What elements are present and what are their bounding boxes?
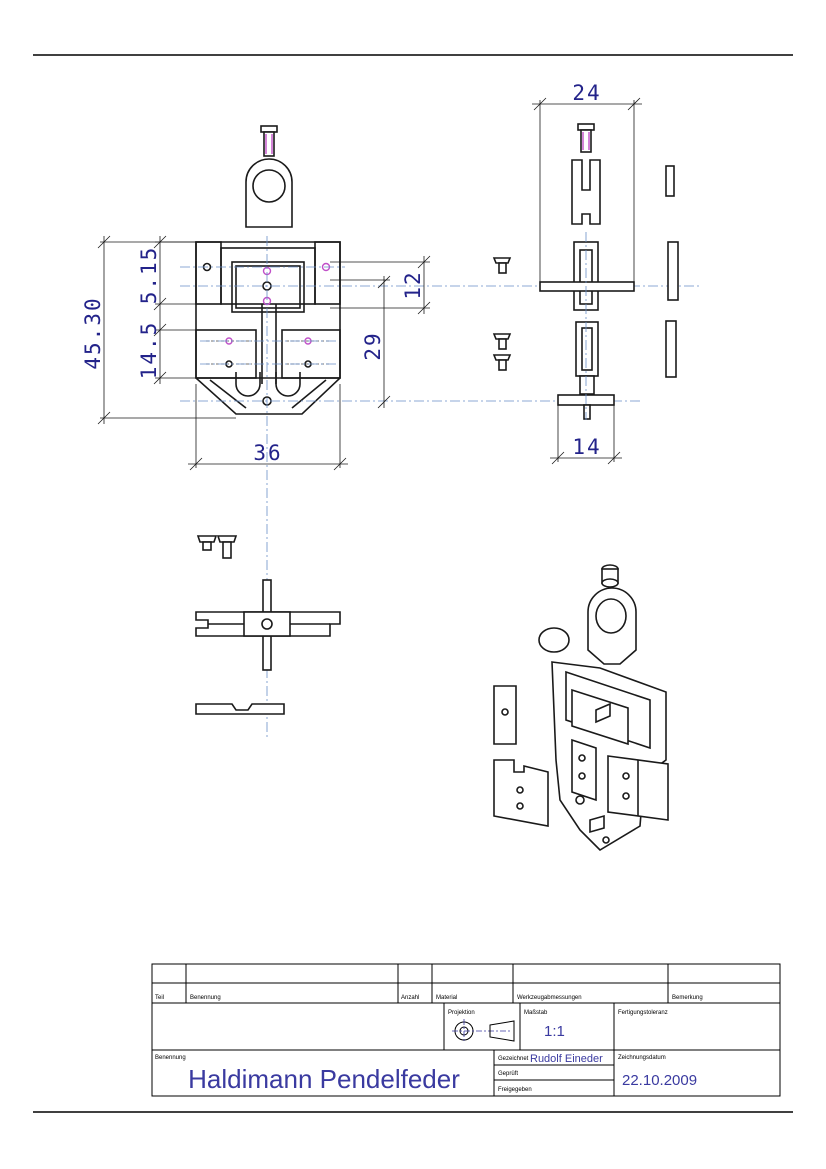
isometric-view xyxy=(493,564,669,852)
label-freigegeben: Freigegeben xyxy=(498,1087,532,1093)
label-teil: Teil xyxy=(155,995,164,1001)
drawing-title: Haldimann Pendelfeder xyxy=(188,1064,460,1094)
gezeichnet-value: Rudolf Eineder xyxy=(530,1053,603,1065)
dim-14-5: 14.5 xyxy=(137,321,161,380)
dim-12: 12 xyxy=(401,270,425,299)
dim-29: 29 xyxy=(361,331,385,360)
projection-symbol-icon xyxy=(452,1019,515,1043)
title-block: Teil Benennung Anzahl Material Werkzeuga… xyxy=(151,963,781,1097)
side-view xyxy=(492,123,679,420)
top-view xyxy=(195,535,341,715)
zeichnungsdatum-value: 22.10.2009 xyxy=(622,1072,697,1089)
label-geprueft: Geprüft xyxy=(498,1071,518,1077)
label-massstab: Maßstab xyxy=(524,1010,548,1016)
massstab-value: 1:1 xyxy=(544,1023,565,1040)
label-werkzeug: Werkzeugabmessungen xyxy=(517,995,582,1001)
dim-5-15: 5.15 xyxy=(137,246,161,305)
label-fertigungstoleranz: Fertigungstoleranz xyxy=(618,1010,668,1016)
label-bemerkung: Bemerkung xyxy=(672,995,703,1001)
side-view-dimensions: 24 14 xyxy=(532,81,642,465)
front-view-dimensions: 45.30 5.15 14.5 12 29 36 xyxy=(81,235,431,471)
label-projektion: Projektion xyxy=(448,1010,475,1016)
dim-14: 14 xyxy=(572,435,601,459)
label-material: Material xyxy=(436,995,457,1001)
label-benennung-col: Benennung xyxy=(190,995,221,1001)
dim-36: 36 xyxy=(253,441,282,465)
label-gezeichnet: Gezeichnet xyxy=(498,1056,529,1062)
label-anzahl: Anzahl xyxy=(401,995,419,1001)
label-zeichnungsdatum: Zeichnungsdatum xyxy=(618,1055,666,1061)
dim-24: 24 xyxy=(572,81,601,105)
dim-45-30: 45.30 xyxy=(81,296,105,369)
label-benennung: Benennung xyxy=(155,1055,186,1061)
